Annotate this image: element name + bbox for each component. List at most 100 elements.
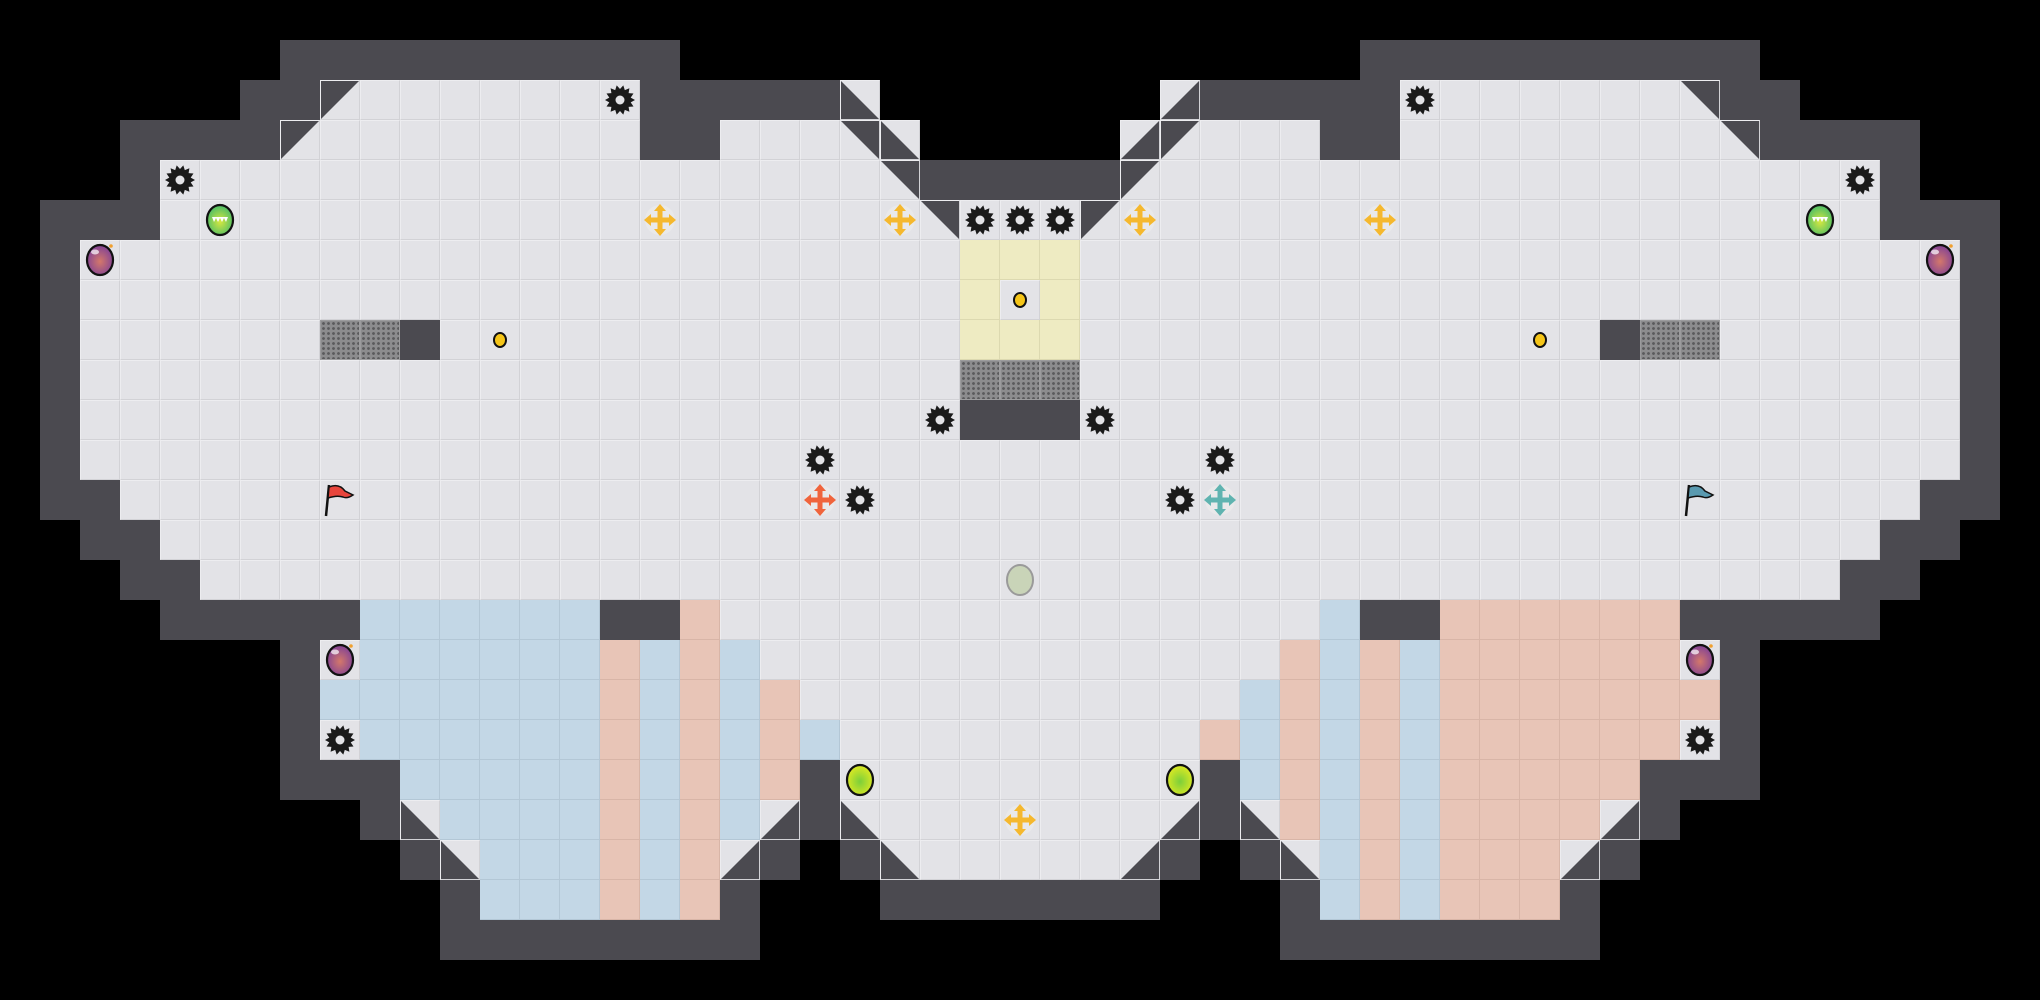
floor-tile: [920, 680, 960, 720]
wall-tile: [120, 520, 160, 560]
blue-team-tile: [640, 840, 680, 880]
wall-tile: [280, 680, 320, 720]
floor-tile: [1640, 160, 1680, 200]
floor-tile: [1160, 240, 1200, 280]
boost-icon: [640, 200, 680, 240]
wall-tile: [240, 120, 280, 160]
floor-tile: [480, 200, 520, 240]
floor-tile: [1360, 240, 1400, 280]
spike-icon: [1680, 720, 1720, 760]
floor-tile: [960, 640, 1000, 680]
floor-tile: [120, 280, 160, 320]
red-team-tile: [600, 800, 640, 840]
wall-tile: [960, 880, 1000, 920]
floor-tile: [1280, 480, 1320, 520]
floor-tile: [680, 280, 720, 320]
wall-tile: [320, 600, 360, 640]
blue-team-tile: [440, 680, 480, 720]
floor-tile: [1080, 560, 1120, 600]
floor-tile: [1280, 320, 1320, 360]
floor-tile: [1760, 400, 1800, 440]
red-team-tile: [600, 840, 640, 880]
diagonal-wall-tile: [760, 800, 800, 840]
floor-tile: [360, 240, 400, 280]
wall-tile: [1600, 320, 1640, 360]
floor-tile: [920, 600, 960, 640]
wall-tile: [1960, 400, 2000, 440]
wall-tile: [1960, 200, 2000, 240]
yellow-tile: [1040, 240, 1080, 280]
floor-tile: [720, 400, 760, 440]
gate-tile: [1000, 360, 1040, 400]
wall-tile: [1800, 600, 1840, 640]
wall-tile: [120, 160, 160, 200]
red-team-tile: [1600, 680, 1640, 720]
floor-tile: [1120, 400, 1160, 440]
floor-tile: [720, 600, 760, 640]
diagonal-wall-tile: [840, 120, 880, 160]
wall-tile: [1600, 840, 1640, 880]
red-team-tile: [1440, 800, 1480, 840]
blue-team-tile: [1400, 880, 1440, 920]
floor-tile: [760, 520, 800, 560]
wall-tile: [1520, 40, 1560, 80]
red-team-tile: [1520, 800, 1560, 840]
floor-tile: [440, 240, 480, 280]
wall-tile: [200, 600, 240, 640]
floor-tile: [1280, 520, 1320, 560]
floor-tile: [840, 160, 880, 200]
floor-tile: [880, 400, 920, 440]
blue-team-tile: [720, 640, 760, 680]
floor-tile: [1600, 160, 1640, 200]
floor-tile: [1840, 320, 1880, 360]
wall-tile: [880, 880, 920, 920]
blue-team-tile: [640, 720, 680, 760]
wall-tile: [1000, 160, 1040, 200]
floor-tile: [1920, 320, 1960, 360]
floor-tile: [680, 480, 720, 520]
floor-tile: [880, 720, 920, 760]
wall-tile: [1520, 920, 1560, 960]
floor-tile: [120, 320, 160, 360]
floor-tile: [1760, 320, 1800, 360]
floor-tile: [1600, 560, 1640, 600]
floor-tile: [1840, 440, 1880, 480]
floor-tile: [960, 480, 1000, 520]
diagonal-wall-tile: [880, 160, 920, 200]
wall-tile: [200, 120, 240, 160]
floor-tile: [1400, 560, 1440, 600]
floor-tile: [880, 480, 920, 520]
floor-tile: [520, 520, 560, 560]
wall-tile: [1360, 120, 1400, 160]
floor-tile: [1320, 480, 1360, 520]
floor-tile: [360, 120, 400, 160]
floor-tile: [960, 520, 1000, 560]
wall-tile: [400, 840, 440, 880]
floor-tile: [760, 200, 800, 240]
floor-tile: [240, 520, 280, 560]
floor-tile: [1120, 320, 1160, 360]
floor-tile: [1720, 480, 1760, 520]
floor-tile: [1560, 200, 1600, 240]
floor-tile: [1280, 360, 1320, 400]
floor-tile: [560, 80, 600, 120]
wall-tile: [160, 120, 200, 160]
red-team-tile: [680, 640, 720, 680]
floor-tile: [400, 240, 440, 280]
yellow-tile: [1040, 280, 1080, 320]
floor-tile: [1000, 600, 1040, 640]
floor-tile: [1560, 120, 1600, 160]
blue-team-tile: [560, 880, 600, 920]
wall-tile: [560, 920, 600, 960]
floor-tile: [760, 440, 800, 480]
jukejuice-icon: [200, 200, 240, 240]
red-team-tile: [1600, 760, 1640, 800]
floor-tile: [1120, 640, 1160, 680]
wall-tile: [1400, 920, 1440, 960]
red-team-tile: [680, 800, 720, 840]
floor-tile: [1680, 400, 1720, 440]
red-team-tile: [1600, 600, 1640, 640]
floor-tile: [160, 240, 200, 280]
floor-tile: [1720, 200, 1760, 240]
floor-tile: [1600, 480, 1640, 520]
